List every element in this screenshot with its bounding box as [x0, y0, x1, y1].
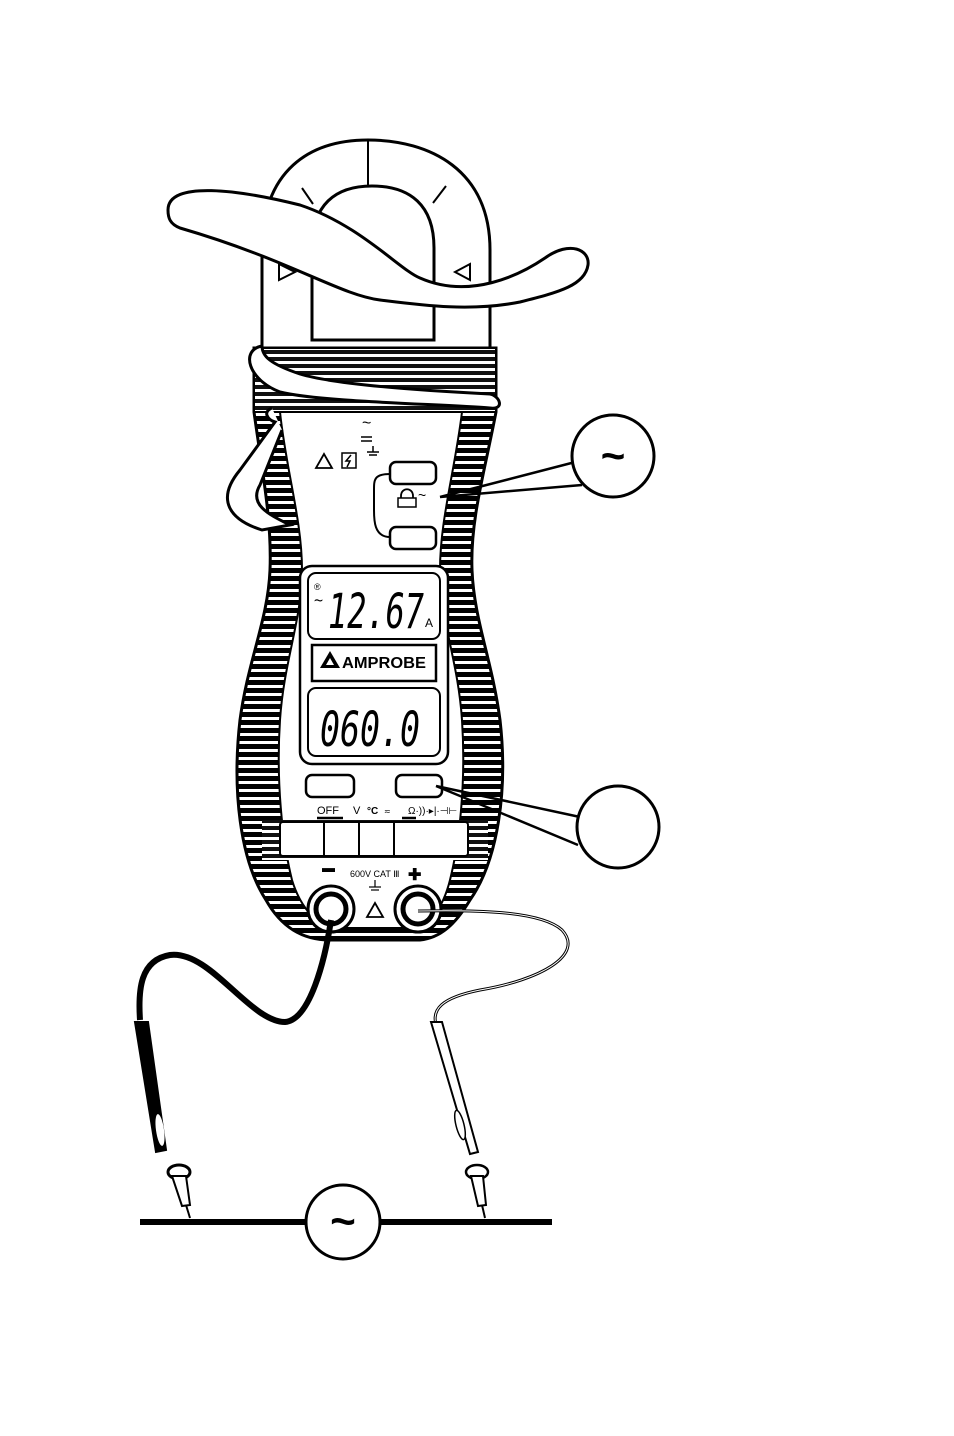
conductor-cable: [166, 189, 590, 309]
function-button-right[interactable]: [394, 773, 444, 799]
jaw-marker-left-icon: [278, 262, 298, 282]
amprobe-logo: AMPROBE: [320, 651, 426, 672]
primary-reading: 12.67: [328, 584, 424, 640]
selector-current-icon: ≂: [384, 807, 391, 816]
jack-warning-icon: [365, 901, 385, 918]
positive-symbol: ✚: [408, 867, 421, 884]
svg-text:AMPROBE: AMPROBE: [342, 655, 426, 672]
selector-volt-label: V: [353, 805, 361, 817]
black-test-lead-wire: [136, 919, 334, 1026]
hold-ac-symbol: ~: [418, 487, 426, 503]
dc-ground-icon: [361, 436, 379, 456]
button-bracket: [373, 473, 391, 538]
hold-indicator: ®: [314, 582, 321, 592]
lightning-box-icon: [341, 452, 357, 469]
red-test-probe: [429, 1021, 490, 1219]
black-test-probe: [133, 1021, 192, 1219]
selector-off-label: OFF: [317, 805, 339, 817]
cable-loop: [226, 406, 295, 532]
ac-symbol: ~: [362, 415, 371, 432]
ac-source: ~: [304, 1183, 382, 1261]
jaw-marker-right-icon: [452, 262, 471, 282]
positive-input-jack[interactable]: [393, 884, 443, 934]
selector-ohm-label: Ω·))·▸|·⊣⊢: [408, 806, 457, 817]
warning-triangle-icon: [314, 452, 334, 469]
ground-icon: [369, 880, 381, 891]
ac-source-symbol: ~: [330, 1197, 356, 1246]
callout-empty-bubble: [435, 784, 661, 870]
function-button-left[interactable]: [304, 773, 356, 799]
primary-ac-indicator: ~: [314, 591, 323, 609]
cat-rating-label: 600V CAT Ⅲ: [350, 869, 399, 879]
common-symbol: ▬: [322, 860, 335, 875]
hold-button-upper[interactable]: [388, 460, 438, 486]
secondary-reading: 060.0: [320, 702, 420, 758]
hold-lock-icon: [397, 488, 417, 508]
callout-ac-symbol: ~: [601, 432, 626, 479]
hold-button-lower[interactable]: [388, 525, 438, 551]
cable-wrap: [248, 344, 501, 410]
lcd-display: [298, 564, 450, 766]
selector-temp-label: °C: [367, 806, 378, 817]
function-selector-switch[interactable]: [279, 821, 469, 857]
primary-unit: A: [425, 616, 433, 630]
callout-ac-bubble: ~: [439, 413, 656, 499]
